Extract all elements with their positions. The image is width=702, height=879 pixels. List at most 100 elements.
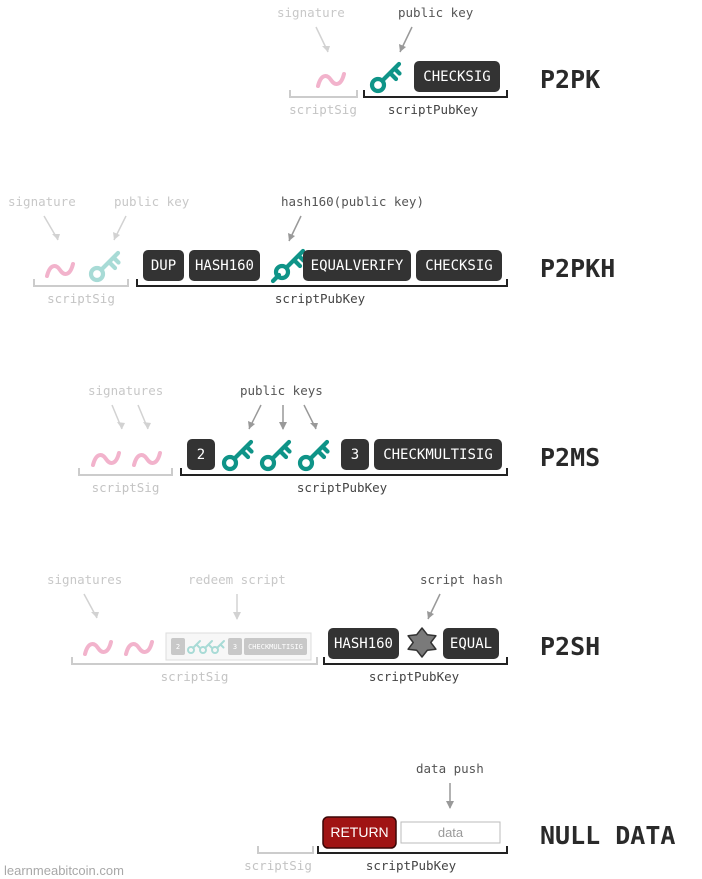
scriptsig-bracket [33, 279, 129, 287]
public-key-annotation: public key [398, 5, 474, 20]
signature-icon [316, 72, 346, 88]
scriptpubkey-bracket [136, 279, 508, 287]
p2pk-section: signature public key CHECKSIG scriptSig … [277, 5, 600, 117]
signature-annotation: signature [8, 194, 76, 209]
data-label: data [438, 825, 464, 840]
equalverify-label: EQUALVERIFY [311, 258, 404, 274]
hash160-label: HASH160 [195, 258, 254, 274]
checksig-op [414, 61, 500, 92]
key-icon [300, 442, 328, 469]
scriptsig-bracket [71, 657, 318, 665]
three-label: 3 [351, 447, 359, 463]
hash160-label: HASH160 [334, 636, 393, 652]
two-op [171, 638, 185, 655]
arrow-icon [113, 232, 120, 240]
checkmultisig-op [374, 439, 502, 470]
key-icon [262, 442, 290, 469]
redeem-script-annotation: redeem script [188, 572, 286, 587]
arrow-icon [427, 611, 434, 619]
public-keys-annotation: public keys [240, 383, 323, 398]
scriptpubkey-bracket [317, 846, 508, 854]
scriptsig-bracket [289, 90, 358, 98]
hash160-annotation: hash160(public key) [281, 194, 424, 209]
public-key-annotation: public key [114, 194, 190, 209]
two-op [187, 439, 215, 470]
key-icon [91, 253, 119, 280]
script-hash-annotation: script hash [420, 572, 503, 587]
scriptpubkey-label: scriptPubKey [366, 858, 457, 873]
arrow-icon [288, 233, 295, 241]
arrow-icon [310, 423, 318, 429]
signature-icon [132, 451, 162, 467]
arrow-icon [399, 44, 406, 52]
dup-op [143, 250, 184, 281]
three-label: 3 [233, 643, 237, 651]
null-data-title: NULL DATA [540, 821, 675, 850]
arrow-icon [248, 421, 255, 429]
p2sh-section: signatures redeem script script hash 2 3… [47, 572, 600, 684]
arrow-icon [322, 46, 330, 52]
arrow-icon [52, 234, 60, 240]
data-push-annotation: data push [416, 761, 484, 776]
key-icon [224, 442, 252, 469]
p2ms-section: signatures public keys 2 3 CHECKMULTISIG… [78, 383, 600, 495]
hash-icon [273, 251, 304, 281]
signatures-annotation: signatures [88, 383, 163, 398]
scriptpubkey-bracket [180, 468, 508, 476]
dup-label: DUP [151, 258, 176, 274]
null-data-section: data push RETURN data scriptSig scriptPu… [244, 761, 675, 873]
arrow-icon [279, 422, 287, 430]
scriptpubkey-bracket [363, 90, 508, 98]
p2ms-title: P2MS [540, 443, 600, 472]
scriptsig-bracket [78, 468, 173, 476]
data-box [400, 821, 501, 844]
three-op [228, 638, 242, 655]
scriptsig-label: scriptSig [161, 669, 229, 684]
scriptpubkey-label: scriptPubKey [275, 291, 366, 306]
scriptsig-label: scriptSig [47, 291, 115, 306]
checksig-label: CHECKSIG [423, 69, 490, 85]
checkmultisig-op [244, 638, 307, 655]
hash-icon [407, 627, 437, 658]
p2pk-title: P2PK [540, 65, 600, 94]
scriptpubkey-label: scriptPubKey [369, 669, 460, 684]
key-icon [372, 64, 400, 91]
scriptpubkey-label: scriptPubKey [297, 480, 388, 495]
two-label: 2 [197, 447, 205, 463]
equalverify-op [303, 250, 411, 281]
signature-icon [124, 640, 154, 656]
p2pkh-section: signature public key hash160(public key)… [8, 194, 615, 306]
two-label: 2 [176, 643, 180, 651]
footer-watermark: learnmeabitcoin.com [4, 863, 124, 878]
scriptsig-label: scriptSig [92, 480, 160, 495]
checkmultisig-label: CHECKMULTISIG [248, 643, 303, 651]
scriptpubkey-bracket [323, 657, 508, 665]
scriptpubkey-label: scriptPubKey [388, 102, 479, 117]
hash160-op [328, 628, 399, 659]
equal-op [443, 628, 499, 659]
signature-annotation: signature [277, 5, 345, 20]
checksig-op [416, 250, 502, 281]
arrow-icon [233, 612, 241, 620]
return-label: RETURN [330, 824, 388, 840]
equal-label: EQUAL [450, 636, 492, 652]
signature-icon [45, 262, 75, 278]
signature-icon [91, 451, 121, 467]
hash160-op [189, 250, 260, 281]
checkmultisig-label: CHECKMULTISIG [383, 447, 493, 463]
arrow-icon [91, 612, 99, 618]
checksig-label: CHECKSIG [425, 258, 492, 274]
return-op [322, 816, 397, 849]
scriptsig-bracket [257, 846, 314, 854]
signatures-annotation: signatures [47, 572, 122, 587]
scriptsig-label: scriptSig [244, 858, 312, 873]
signature-icon [83, 640, 113, 656]
p2sh-title: P2SH [540, 632, 600, 661]
scriptsig-label: scriptSig [289, 102, 357, 117]
arrow-icon [446, 801, 454, 809]
three-op [341, 439, 369, 470]
p2pkh-title: P2PKH [540, 254, 615, 283]
arrow-icon [117, 422, 125, 429]
arrow-icon [143, 422, 151, 429]
